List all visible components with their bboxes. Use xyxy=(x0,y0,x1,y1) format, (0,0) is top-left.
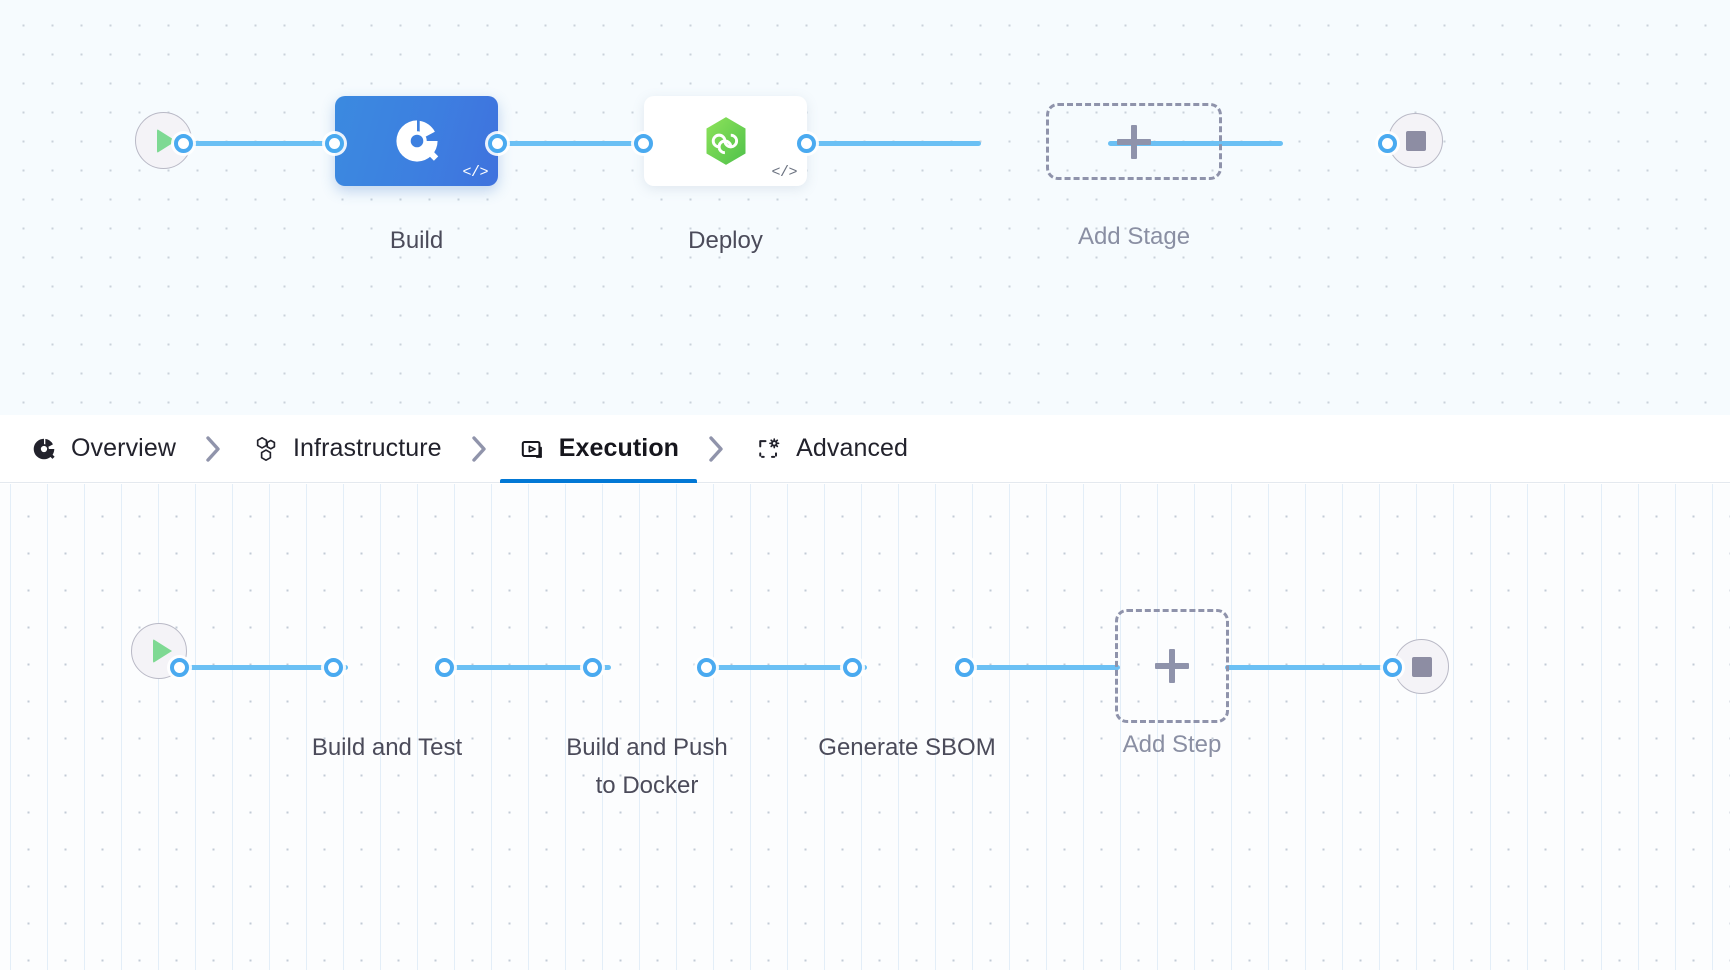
advanced-gear-icon xyxy=(755,435,783,463)
stage-card-build[interactable]: </> xyxy=(335,96,498,186)
tab-infrastructure-label: Infrastructure xyxy=(293,434,442,462)
stage-start-output-port[interactable] xyxy=(174,134,193,153)
edge-add-to-end xyxy=(1225,665,1390,670)
edge-deploy-to-add xyxy=(801,141,981,146)
add-stage-label: Add Stage xyxy=(1077,223,1191,250)
chevron-right-icon xyxy=(178,434,250,464)
step2-output-port[interactable] xyxy=(697,658,716,677)
plus-icon xyxy=(1117,124,1151,159)
stage-canvas[interactable]: </> Build </> Deploy Add xyxy=(0,0,1730,416)
step3-input-port[interactable] xyxy=(843,658,862,677)
play-icon xyxy=(152,639,172,663)
edge-step1-to-step2 xyxy=(443,665,611,670)
execution-play-icon xyxy=(518,435,546,463)
add-stage-button[interactable] xyxy=(1046,103,1222,180)
tab-overview[interactable]: Overview xyxy=(28,415,178,483)
tab-execution-label: Execution xyxy=(558,434,680,462)
hexagon-cluster-icon xyxy=(252,435,280,463)
tab-advanced[interactable]: Advanced xyxy=(753,415,910,483)
edge-step3-to-add xyxy=(962,665,1120,670)
stage-deploy-output-port[interactable] xyxy=(797,134,816,153)
harness-cd-icon xyxy=(706,117,745,165)
step-start-output-port[interactable] xyxy=(170,658,189,677)
stage-build-input-port[interactable] xyxy=(325,134,344,153)
chevron-right-icon-3 xyxy=(681,434,753,464)
harness-ci-icon xyxy=(395,120,438,162)
tab-bar: Overview Infrastructure xyxy=(0,415,1730,483)
stop-icon xyxy=(1411,656,1432,677)
step1-input-port[interactable] xyxy=(324,658,343,677)
stage-deploy-input-port[interactable] xyxy=(634,134,653,153)
edge-start-to-step1 xyxy=(178,665,348,670)
edge-add-to-end xyxy=(1108,141,1283,146)
stage-build-code-badge[interactable]: </> xyxy=(462,164,488,181)
add-step-button[interactable] xyxy=(1115,609,1229,723)
step-label-generate-sbom: Generate SBOM xyxy=(818,734,996,761)
plus-icon xyxy=(1155,649,1189,683)
add-step-label: Add Step xyxy=(1122,731,1222,758)
edge-step2-to-step3 xyxy=(705,665,867,670)
stop-icon xyxy=(1405,130,1426,151)
step1-output-port[interactable] xyxy=(435,658,454,677)
tab-overview-label: Overview xyxy=(71,434,176,462)
stage-end-input-port[interactable] xyxy=(1378,134,1397,153)
stage-card-deploy[interactable]: </> xyxy=(644,96,807,186)
chevron-right-icon-2 xyxy=(444,434,516,464)
edge-start-to-build xyxy=(181,141,353,146)
step-label-build-and-test: Build and Test xyxy=(311,734,463,761)
step-end-node[interactable] xyxy=(1394,639,1449,694)
overview-pie-icon xyxy=(30,435,58,463)
step2-input-port[interactable] xyxy=(583,658,602,677)
play-icon xyxy=(157,128,176,153)
stage-deploy-label: Deploy xyxy=(688,227,763,254)
step3-output-port[interactable] xyxy=(955,658,974,677)
step-label-build-and-push-to-docker: Build and Push to Docker xyxy=(566,734,728,800)
edge-build-to-deploy xyxy=(496,141,662,146)
stage-deploy-code-badge[interactable]: </> xyxy=(771,164,797,181)
tab-execution[interactable]: Execution xyxy=(499,415,698,483)
tab-advanced-label: Advanced xyxy=(796,434,909,462)
stage-build-output-port[interactable] xyxy=(488,134,507,153)
step-end-input-port[interactable] xyxy=(1383,658,1402,677)
tab-infrastructure[interactable]: Infrastructure xyxy=(250,415,444,483)
step-canvas[interactable]: </> Build and Test </> xyxy=(0,484,1730,970)
stage-build-label: Build xyxy=(389,227,444,254)
